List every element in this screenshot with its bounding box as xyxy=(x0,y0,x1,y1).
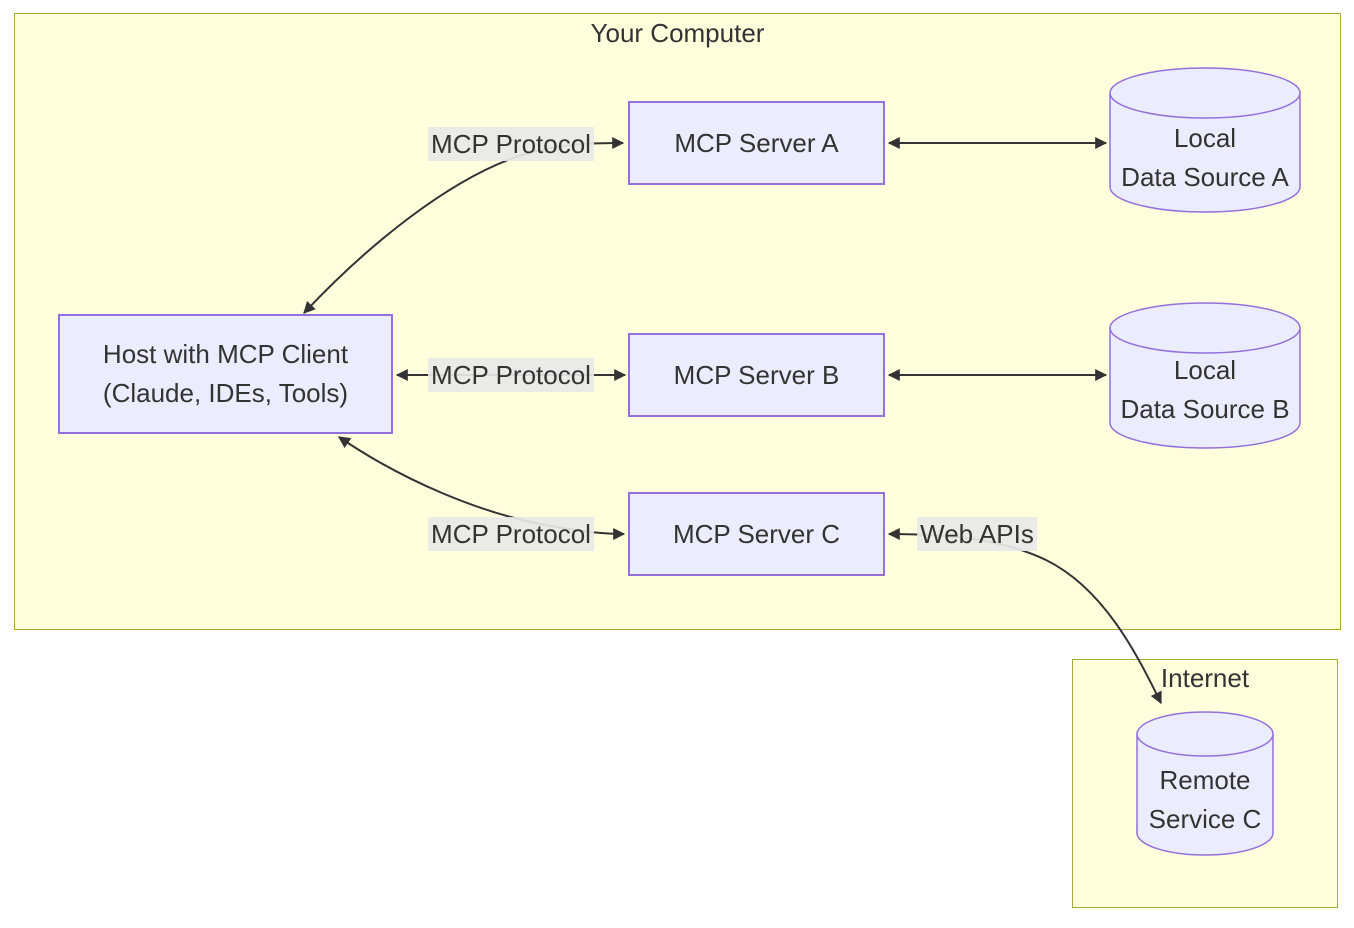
node-host: Host with MCP Client (Claude, IDEs, Tool… xyxy=(58,314,393,434)
node-mcp-server-b: MCP Server B xyxy=(628,333,885,417)
node-mcp-server-a-label: MCP Server A xyxy=(674,127,839,158)
node-mcp-server-c-label: MCP Server C xyxy=(672,518,841,549)
node-host-label-line2: (Claude, IDEs, Tools) xyxy=(102,378,349,408)
node-mcp-server-a: MCP Server A xyxy=(628,101,885,185)
cylinder-remote-service-c xyxy=(1136,711,1274,856)
node-mcp-server-b-label: MCP Server B xyxy=(673,359,840,390)
cluster-your-computer-label: Your Computer xyxy=(590,18,765,48)
node-mcp-server-c: MCP Server C xyxy=(628,492,885,576)
cylinder-local-data-source-b xyxy=(1109,302,1301,449)
edge-server-c-remote xyxy=(887,528,1162,705)
cylinder-local-data-source-a xyxy=(1109,67,1301,213)
edge-label-mcp-protocol-b: MCP Protocol xyxy=(428,358,594,392)
cluster-internet-label: Internet xyxy=(1160,663,1250,693)
edge-label-mcp-protocol-a: MCP Protocol xyxy=(428,127,594,161)
edge-host-server-a xyxy=(303,137,625,314)
node-host-label-line1: Host with MCP Client xyxy=(102,339,349,369)
edge-label-web-apis: Web APIs xyxy=(917,517,1037,551)
edge-label-mcp-protocol-c: MCP Protocol xyxy=(428,517,594,551)
